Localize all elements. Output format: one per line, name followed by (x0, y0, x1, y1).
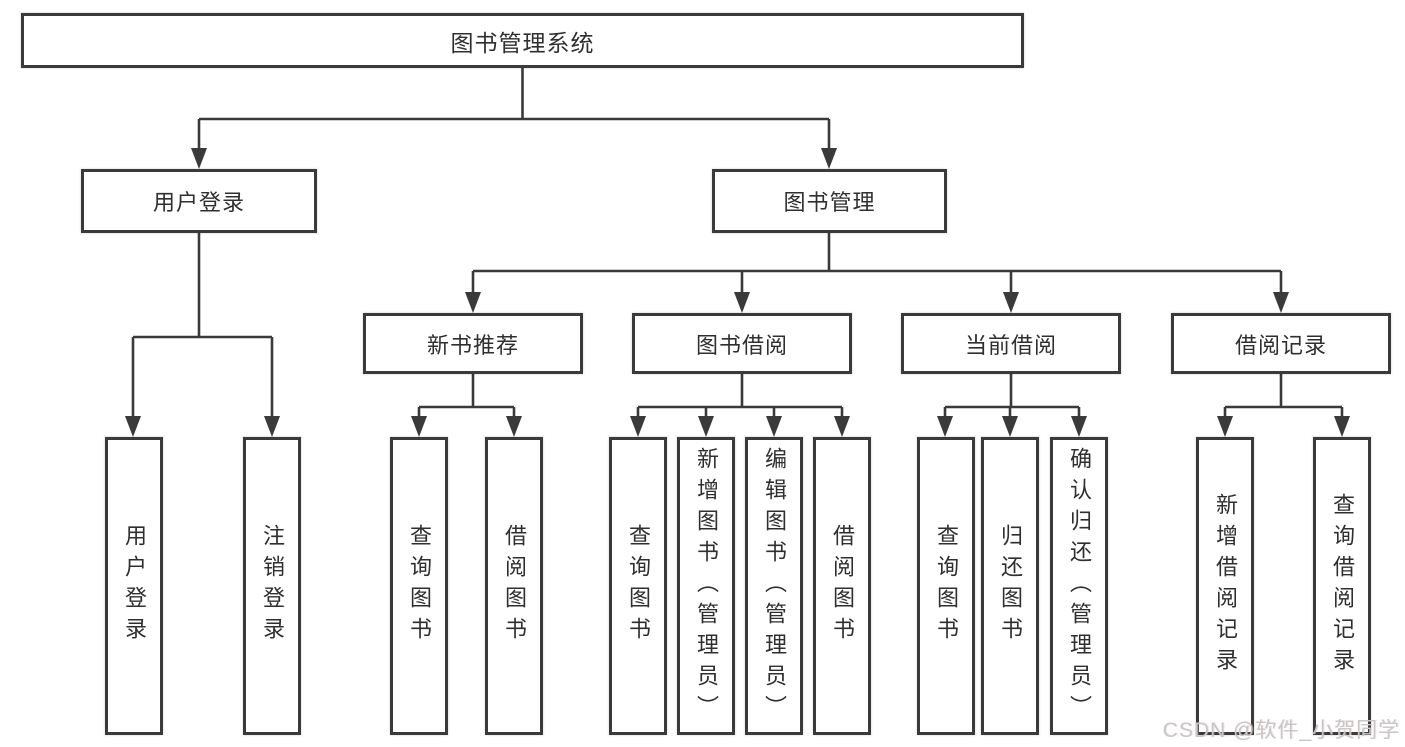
node-current-borrowing-label: 当前借阅 (964, 332, 1057, 358)
node-book-borrowing-label: 图书借阅 (695, 332, 788, 358)
leaf-logout-label: 注销登录 (260, 524, 285, 648)
leaf-return-books-label: 归还图书 (998, 524, 1023, 648)
leaf-edit-books-admin-label: 编辑图书（管理员） (762, 446, 787, 726)
leaf-confirm-return-admin-label: 确认归还（管理员） (1067, 446, 1092, 726)
leaf-query-books-current-label: 查询图书 (934, 524, 959, 648)
node-borrowing-records: 借阅记录 (1171, 313, 1391, 374)
leaf-add-books-admin: 新增图书（管理员） (677, 437, 735, 735)
node-current-borrowing: 当前借阅 (901, 313, 1121, 374)
node-new-book-recommendation: 新书推荐 (363, 313, 583, 374)
node-root-system: 图书管理系统 (21, 13, 1024, 68)
leaf-user-login-label: 用户登录 (122, 524, 147, 648)
leaf-borrow-books-recommend: 借阅图书 (485, 437, 543, 735)
leaf-borrow-books: 借阅图书 (813, 437, 871, 735)
node-user-login: 用户登录 (81, 169, 317, 233)
leaf-borrow-books-label: 借阅图书 (830, 524, 855, 648)
leaf-confirm-return-admin: 确认归还（管理员） (1050, 437, 1108, 735)
leaf-edit-books-admin: 编辑图书（管理员） (745, 437, 803, 735)
csdn-watermark: CSDN @软件_小贺同学 (1162, 719, 1400, 742)
leaf-user-login: 用户登录 (105, 437, 163, 735)
leaf-add-books-admin-label: 新增图书（管理员） (694, 446, 719, 726)
leaf-add-borrow-record: 新增借阅记录 (1196, 437, 1254, 735)
node-new-book-recommendation-label: 新书推荐 (426, 332, 519, 358)
leaf-query-books-recommend-label: 查询图书 (407, 524, 432, 648)
node-book-borrowing: 图书借阅 (632, 313, 852, 374)
leaf-query-books-current: 查询图书 (917, 437, 975, 735)
leaf-logout: 注销登录 (243, 437, 301, 735)
leaf-query-books-borrowing-label: 查询图书 (626, 524, 651, 648)
leaf-query-books-recommend: 查询图书 (390, 437, 448, 735)
node-root-system-label: 图书管理系统 (450, 29, 595, 56)
leaf-add-borrow-record-label: 新增借阅记录 (1213, 493, 1238, 679)
leaf-return-books: 归还图书 (981, 437, 1039, 735)
leaf-query-books-borrowing: 查询图书 (609, 437, 667, 735)
leaf-query-borrow-record-label: 查询借阅记录 (1330, 493, 1355, 679)
node-book-management: 图书管理 (712, 169, 947, 233)
leaf-borrow-books-recommend-label: 借阅图书 (502, 524, 527, 648)
node-borrowing-records-label: 借阅记录 (1234, 332, 1327, 358)
node-user-login-label: 用户登录 (152, 190, 245, 215)
node-book-management-label: 图书管理 (783, 190, 876, 215)
leaf-query-borrow-record: 查询借阅记录 (1313, 437, 1371, 735)
